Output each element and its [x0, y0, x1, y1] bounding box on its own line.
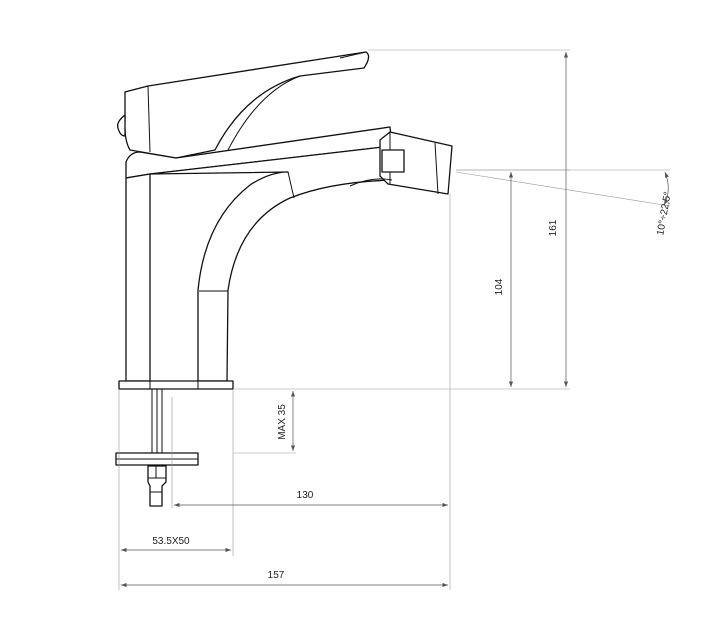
dimension-104-label: 104 [494, 278, 505, 295]
spray-head-shadow [349, 178, 393, 187]
dimension-161: 161 [548, 52, 569, 387]
base-plate-join [149, 381, 199, 389]
dimension-157-label: 157 [268, 570, 285, 581]
dimension-104: 104 [494, 172, 514, 387]
dimension-angle-label: 10°÷22,5° [655, 191, 673, 236]
lever-handle [124, 51, 370, 159]
extension-lines [118, 49, 671, 590]
fixing-nut [147, 465, 167, 507]
dimension-161-label: 161 [548, 219, 559, 236]
dimension-130-label: 130 [297, 490, 314, 501]
base-plate [118, 380, 234, 390]
lever-knob [117, 114, 126, 137]
body-column [125, 173, 151, 382]
spout-neck [149, 145, 393, 382]
nut-line [148, 466, 166, 493]
dimension-157: 157 [121, 570, 448, 588]
spout-neck-join [199, 171, 295, 292]
spray-head-ring [381, 149, 405, 173]
dimension-max35: MAX 35 [277, 391, 296, 451]
lever-inner-line [147, 51, 367, 153]
dimension-53-5x50: 53.5X50 [121, 536, 231, 553]
dimension-max35-label: MAX 35 [277, 404, 288, 440]
faucet-drawing [115, 51, 453, 507]
dimension-53-5x50-label: 53.5X50 [152, 536, 190, 547]
dimension-130: 130 [174, 490, 448, 508]
